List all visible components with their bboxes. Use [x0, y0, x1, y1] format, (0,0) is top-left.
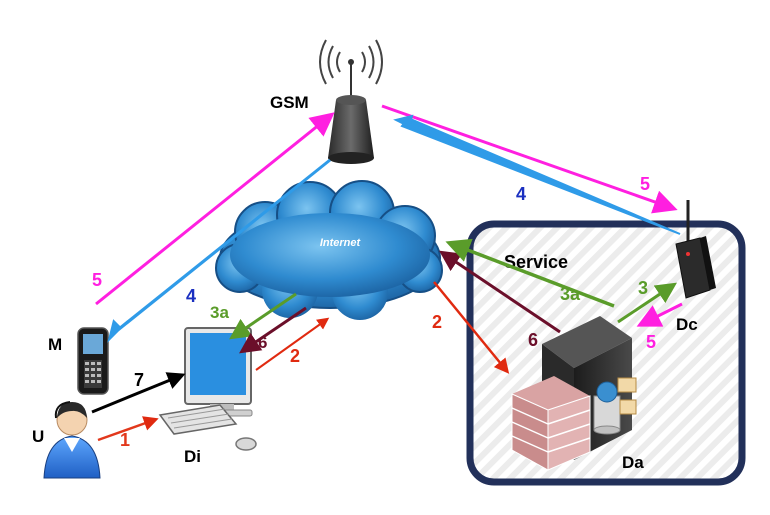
device-label: Dc — [676, 315, 698, 334]
step-label-6-server: 6 — [528, 330, 538, 350]
step-label-5-mobile: 5 — [92, 270, 102, 290]
step-label-4-mobile: 4 — [186, 286, 196, 306]
arrow-step-2-computer-to-cloud — [255, 317, 330, 371]
computer-label: Di — [184, 447, 201, 466]
arrow-step-1-user-to-keyboard — [97, 416, 159, 442]
arrow-step-2-cloud-to-server — [433, 281, 510, 374]
arrow-step-5-device-to-server — [636, 302, 683, 327]
arrow-step-6-server-to-cloud — [439, 250, 561, 334]
step-label-3a-server: 3a — [560, 284, 581, 304]
step-label-5-top: 5 — [640, 174, 650, 194]
gsm-label: GSM — [270, 93, 309, 112]
step-label-6-computer: 6 — [258, 333, 267, 352]
mobile-phone-icon — [77, 327, 109, 395]
internet-label: Internet — [320, 237, 362, 249]
step-label-4-top: 4 — [516, 184, 526, 204]
user-icon — [43, 401, 101, 479]
step-label-3a-computer: 3a — [210, 303, 229, 322]
step-label-3: 3 — [638, 278, 648, 298]
internet-cloud-icon — [215, 180, 443, 320]
mobile-label: M — [48, 335, 62, 354]
step-label-7: 7 — [134, 370, 144, 390]
step-label-2-server: 2 — [432, 312, 442, 332]
arrow-step-5-mobile-to-gsm — [95, 112, 335, 306]
database-icon — [593, 377, 637, 435]
arrow-step-5-gsm-to-device — [381, 104, 678, 214]
arrow-step-3a-cloud-to-computer — [229, 292, 297, 340]
computer-icon — [158, 327, 257, 451]
arrow-step-3a-server-to-cloud — [445, 238, 615, 308]
arrow-step-4-gsm-to-mobile — [107, 158, 331, 343]
firewall-icon — [511, 376, 591, 471]
arrow-step-7-user-to-computer — [91, 372, 186, 414]
step-label-5-device: 5 — [646, 332, 656, 352]
arrow-step-6-cloud-to-computer — [239, 306, 307, 354]
arrow-step-3-server-to-device — [617, 282, 677, 324]
arrow-step-4-device-to-gsm — [393, 114, 681, 235]
device-icon — [675, 200, 716, 299]
step-label-1: 1 — [120, 430, 130, 450]
user-label: U — [32, 427, 44, 446]
service-label: Service — [504, 252, 568, 272]
server-label: Da — [622, 453, 644, 472]
step-label-2-computer: 2 — [290, 346, 300, 366]
gsm-tower-icon — [319, 39, 383, 164]
